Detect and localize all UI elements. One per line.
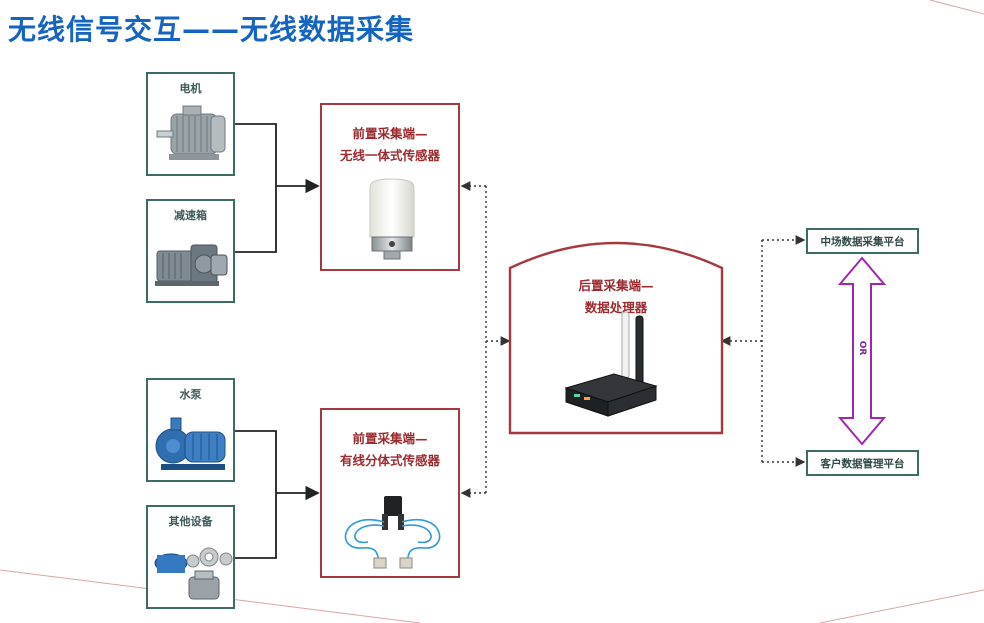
gateway-router-image <box>564 312 658 417</box>
customer-platform-label: 客户数据管理平台 <box>820 458 905 470</box>
device-other: 其他设备 <box>146 505 235 609</box>
motor-image <box>156 105 226 160</box>
gateway-label: 后置采集端— 数据处理器 <box>578 278 654 315</box>
onsite-platform-box: 中场数据采集平台 <box>806 228 919 254</box>
device-other-label: 其他设备 <box>168 515 213 528</box>
onsite-platform-label: 中场数据采集平台 <box>820 236 905 248</box>
platforms-to-gateway-connector <box>720 235 806 467</box>
device-gearbox-label: 减速箱 <box>174 209 207 222</box>
collectors-to-gateway-connector <box>460 181 511 498</box>
page-title: 无线信号交互——无线数据采集 <box>8 13 415 46</box>
or-label: OR <box>857 340 867 356</box>
wireless-collector-box: 前置采集端— 无线一体式传感器 <box>320 103 460 271</box>
or-double-arrow <box>837 256 887 446</box>
wired-collector-label: 前置采集端— 有线分体式传感器 <box>339 431 440 468</box>
device-pump-label: 水泵 <box>179 388 202 401</box>
pump-image <box>155 417 226 470</box>
motor-to-wireless-connector <box>235 123 320 253</box>
wired-sensor-image <box>344 496 441 569</box>
gearbox-image <box>155 244 228 286</box>
device-motor-label: 电机 <box>179 82 202 95</box>
gateway-frame <box>508 241 724 435</box>
wired-collector-box: 前置采集端— 有线分体式传感器 <box>320 408 460 578</box>
device-pump: 水泵 <box>146 378 235 482</box>
other-equipment-image <box>154 547 233 600</box>
wireless-sensor-image <box>369 178 415 260</box>
customer-platform-box: 客户数据管理平台 <box>806 450 919 476</box>
wireless-collector-label: 前置采集端— 无线一体式传感器 <box>339 126 440 163</box>
device-gearbox: 减速箱 <box>146 199 235 303</box>
device-motor: 电机 <box>146 72 235 176</box>
pump-to-wired-connector <box>235 430 320 559</box>
